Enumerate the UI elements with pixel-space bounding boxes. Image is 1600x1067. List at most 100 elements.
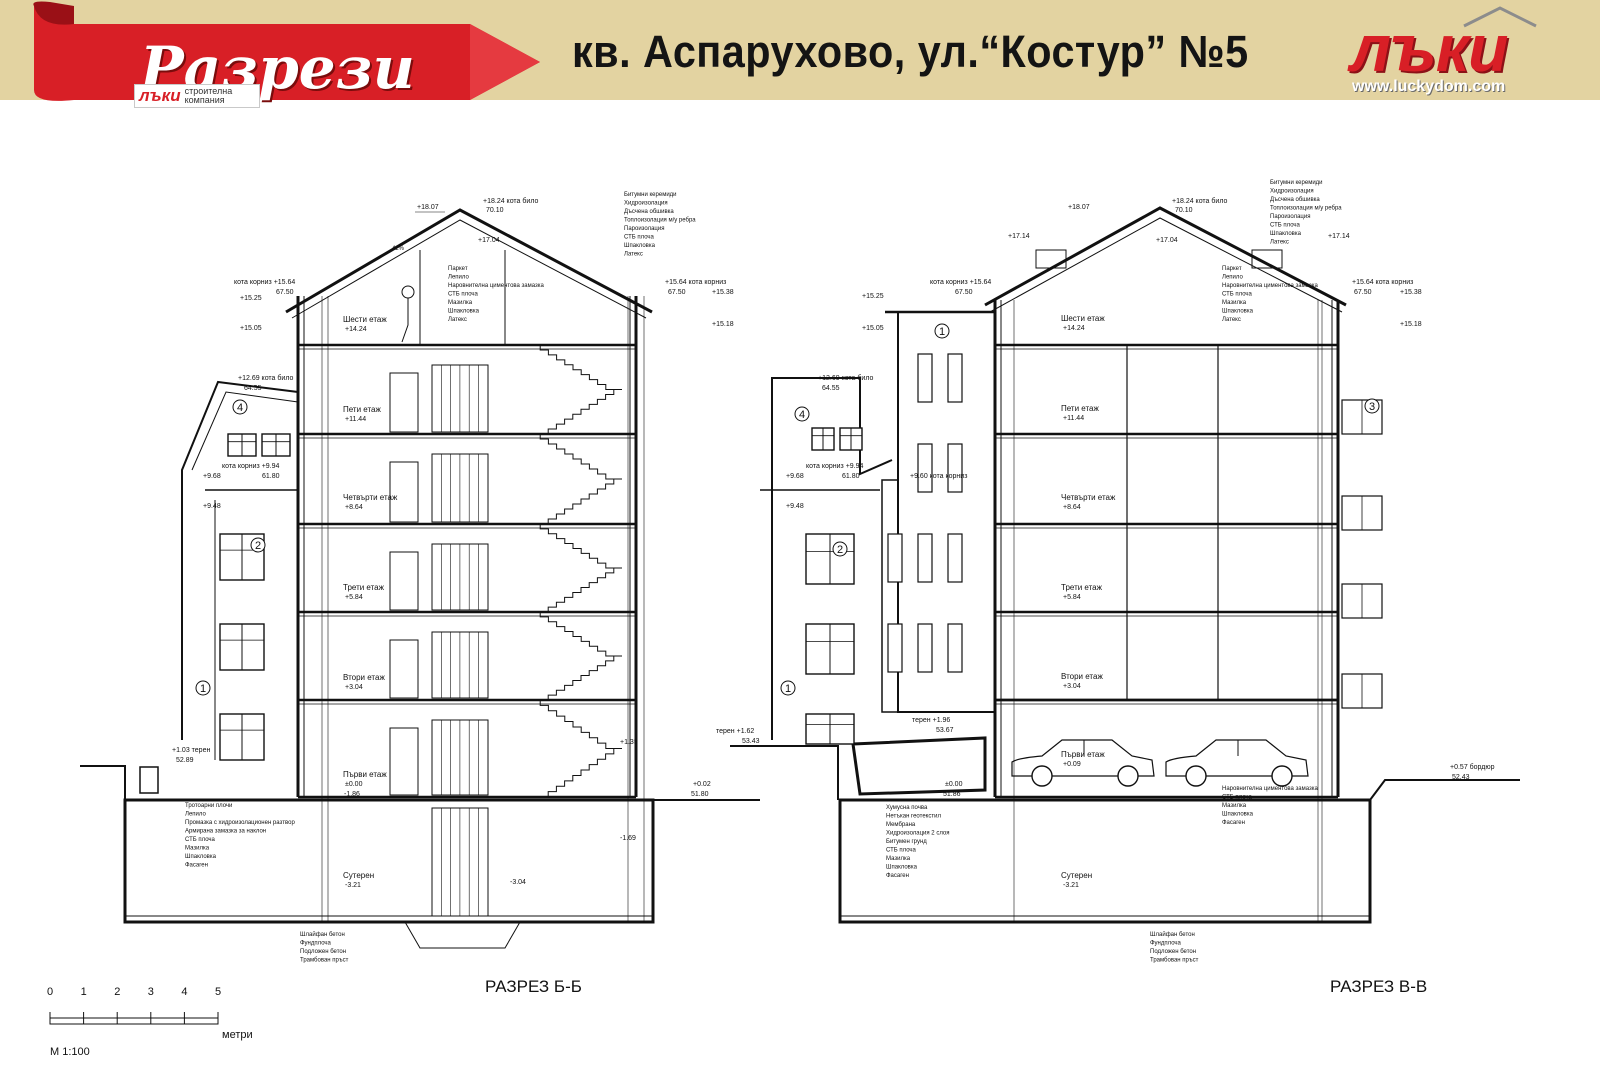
tower-window [947, 533, 963, 583]
scale-tick-label: 3 [147, 986, 154, 998]
neighbor-label: 53.43 [742, 738, 760, 745]
layer-label: Фасаген [185, 863, 208, 869]
layer-label: Паркет [448, 266, 468, 272]
layer-label: Пароизолация [1270, 214, 1310, 220]
floor-name-label: Пети етаж [343, 405, 381, 414]
floor-level-label: +14.24 [1063, 325, 1085, 332]
layer-label: Шпакловка [1270, 231, 1302, 237]
car-wheel-icon [1185, 765, 1207, 787]
layer-label: Латекс [1222, 317, 1241, 323]
ramp-section [851, 736, 987, 796]
layer-label: Латекс [624, 252, 643, 258]
layer-label: Мазилка [886, 856, 911, 862]
layer-label: Подложен бетон [300, 949, 346, 955]
stair-flight [532, 611, 614, 657]
floor-name-label: Втори етаж [343, 673, 385, 682]
layer-label: Мазилка [1222, 803, 1247, 809]
neighbor-label: 53.67 [936, 727, 954, 734]
floor-level-label: -3.21 [1063, 882, 1079, 889]
eave-label: 67.50 [276, 289, 294, 296]
brand-logo: лъки [1350, 11, 1508, 85]
marker-1 [780, 680, 796, 696]
marker-number: 1 [785, 683, 791, 695]
eave-label: +15.38 [712, 289, 734, 296]
floor-name-label: Първи етаж [343, 770, 387, 779]
floor-name-label: Трети етаж [1061, 583, 1103, 592]
ground-line-left [80, 765, 126, 800]
layer-label: Дъсчена обшивка [624, 209, 674, 215]
roof-line [285, 208, 653, 314]
layer-label: Фундплоча [300, 941, 332, 947]
stair-door [389, 727, 419, 796]
marker-number: 2 [837, 544, 843, 556]
stair-door [389, 461, 419, 523]
floor-level-label: +5.84 [345, 594, 363, 601]
layer-label: Фасаген [1222, 820, 1245, 826]
marker-3 [1364, 398, 1380, 414]
layer-label: Битумни керемиди [1270, 180, 1323, 186]
eave-label: кота корниз +15.64 [930, 279, 991, 286]
person-icon-body [401, 298, 409, 343]
marker-4 [794, 406, 810, 422]
marker-4 [232, 399, 248, 415]
stair-flight [540, 389, 622, 435]
neighbor-label: 51.86 [943, 791, 961, 798]
layer-label: СТБ плоча [1222, 292, 1253, 298]
floor-level-label: +3.04 [1063, 683, 1081, 690]
ground-label: +1.35 [620, 739, 638, 746]
tower-window [917, 623, 933, 673]
neighbor-roof [191, 391, 299, 471]
floor-level-label: -3.21 [345, 882, 361, 889]
layer-label: Паркет [1222, 266, 1242, 272]
stair-tower-outline [897, 311, 996, 713]
floor-name-label: Шести етаж [1061, 314, 1105, 323]
eave-label: +15.18 [712, 321, 734, 328]
scale-tick-label: 0 [47, 986, 54, 998]
scale-bar [49, 1012, 219, 1025]
floor-level-label: ±0.00 [345, 781, 363, 788]
floor-name-label: Сутерен [343, 871, 374, 880]
page-title: кв. Аспарухово, ул.“Костур” №5 [572, 26, 1249, 77]
ground-label: 51.80 [691, 791, 709, 798]
marker-1 [934, 323, 950, 339]
floor-level-label: +0.09 [1063, 761, 1081, 768]
floor-name-label: Сутерен [1061, 871, 1092, 880]
tower-window [947, 623, 963, 673]
floor-level-label: +11.44 [1063, 415, 1084, 422]
stair-flight [540, 748, 622, 798]
layer-label: Лепило [185, 812, 206, 818]
marker-number: 1 [939, 326, 945, 338]
tower-window [887, 623, 903, 673]
stair-door [389, 639, 419, 699]
stair-flight [540, 655, 622, 701]
layer-label: СТБ плоча [1222, 795, 1253, 801]
floor-level-label: +11.44 [345, 416, 366, 423]
roof-label: +17.14 [1328, 233, 1350, 240]
layer-label: СТБ плоча [886, 848, 917, 854]
layer-label: СТБ плоча [185, 837, 216, 843]
layer-label: Трамбован пръст [300, 958, 349, 964]
tower-window [887, 533, 903, 583]
layer-label: СТБ плоча [1270, 223, 1301, 229]
layer-label: Латекс [448, 317, 467, 323]
floor-level-label: +14.24 [345, 326, 367, 333]
eave-label: +15.18 [1400, 321, 1422, 328]
floor-name-label: Трети етаж [343, 583, 385, 592]
layer-label: Шлайфан бетон [300, 931, 345, 938]
marker-number: 3 [1369, 401, 1375, 413]
roof-ridge-label: +18.24 кота било [1172, 197, 1227, 205]
neighbor-label: +12.69 кота било [238, 374, 293, 382]
layer-label: Хидроизолация 2 слоя [886, 831, 949, 837]
layer-label: Дъсчена обшивка [1270, 197, 1320, 203]
layer-label: Мазилка [1222, 300, 1247, 306]
tower-window [917, 443, 933, 493]
layer-label: Хумусна почва [886, 805, 928, 811]
roof-line-inner [989, 217, 1343, 313]
eave-label: 67.50 [668, 289, 686, 296]
layer-label: Тротоарни плочи [185, 803, 232, 809]
stair-flight [532, 523, 614, 569]
ground-line-right [1369, 779, 1520, 801]
neighbor-label: +1.03 терен [172, 747, 210, 754]
house-roof-icon [1463, 6, 1537, 28]
